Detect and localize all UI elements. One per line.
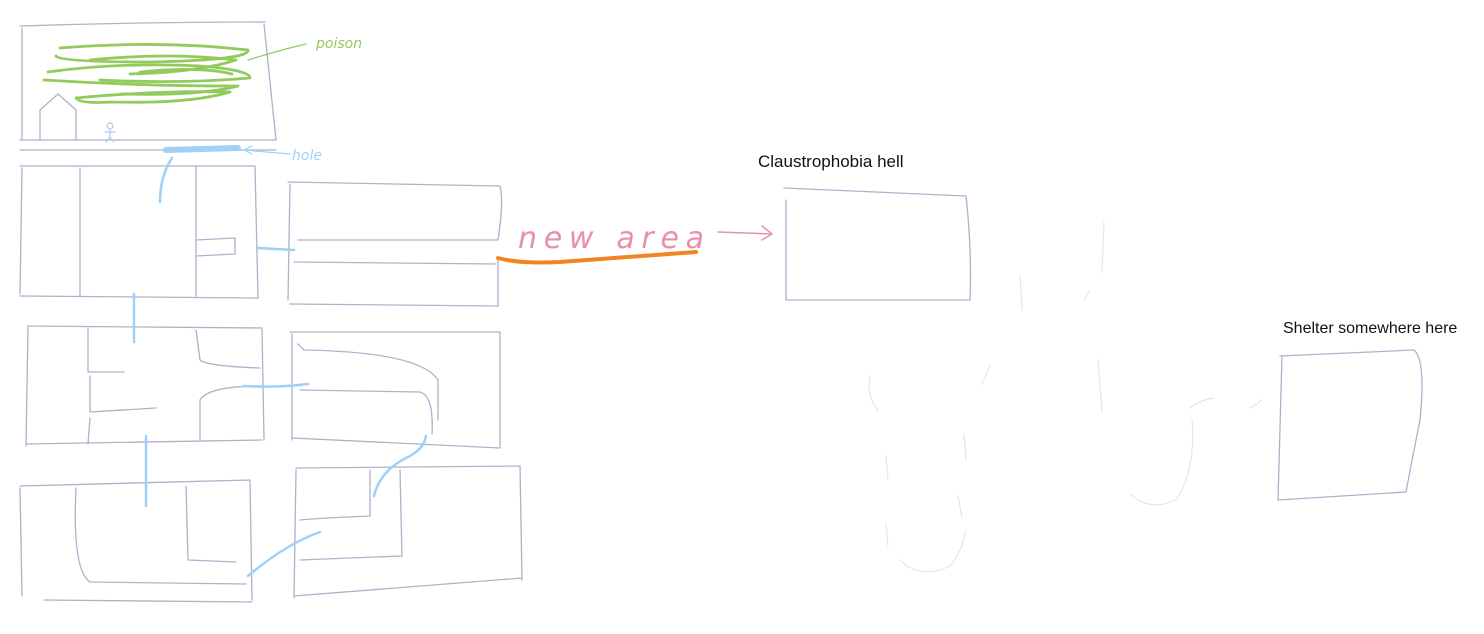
new-area-arrow [717, 225, 773, 241]
hole-label: hole [292, 148, 322, 164]
claustrophobia-label: Claustrophobia hell [758, 152, 904, 171]
new-area-connector [496, 250, 698, 265]
room-1-1 [19, 165, 259, 299]
new-area-label: new area [518, 221, 704, 256]
claustrophobia-room [783, 187, 972, 301]
poison-label: poison [315, 36, 362, 52]
room-2-1 [25, 325, 265, 447]
room-1-2 [287, 181, 503, 307]
house-icon [39, 93, 77, 141]
room-3-1 [19, 479, 253, 603]
faint-sketch [868, 221, 1263, 573]
room-2-2 [289, 331, 501, 449]
room-3-2 [293, 465, 523, 599]
hole-pointer [243, 145, 291, 155]
passages [132, 156, 428, 578]
stick-figure-icon [104, 122, 116, 143]
shelter-room [1277, 349, 1423, 501]
poison-cloud [42, 43, 252, 104]
poison-pointer [247, 43, 307, 61]
hole-marker [163, 145, 241, 153]
shelter-label: Shelter somewhere here [1283, 320, 1458, 337]
